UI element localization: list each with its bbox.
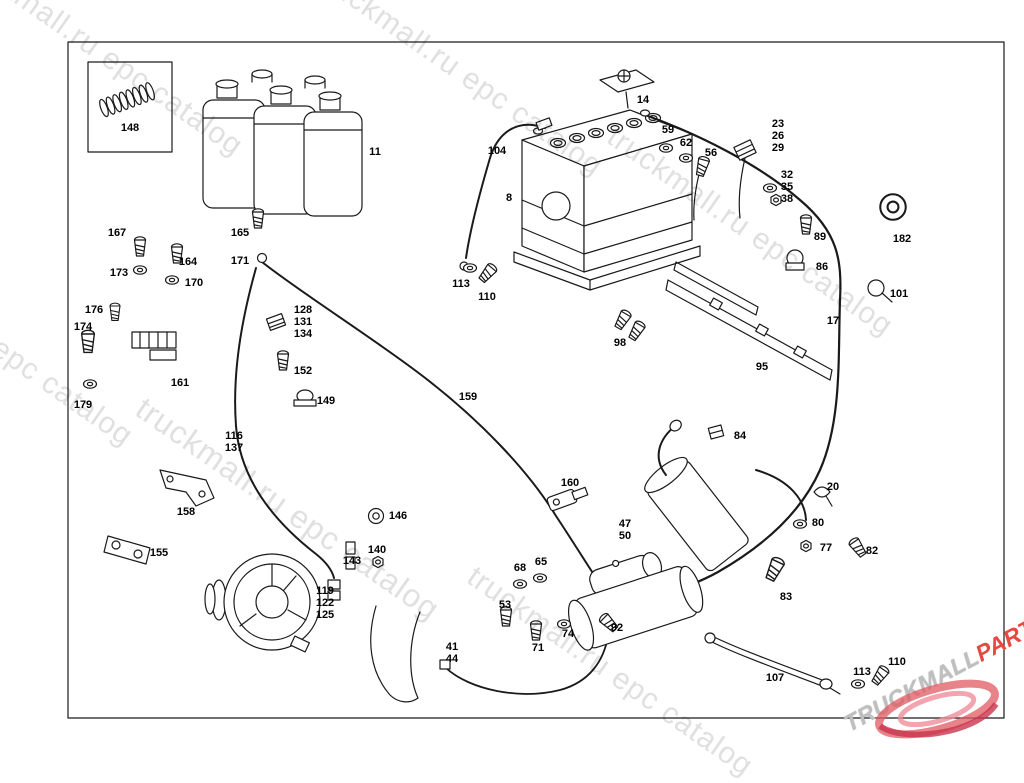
part-label-174: 174	[73, 321, 93, 333]
part-label-146: 146	[388, 510, 408, 522]
part-label-173: 173	[109, 267, 129, 279]
cable-41	[439, 635, 609, 695]
bracket-160	[546, 486, 589, 512]
reservoirs-11	[202, 69, 363, 217]
cable-159	[261, 261, 601, 585]
part-label-149: 149	[316, 395, 336, 407]
clamp-101	[867, 279, 893, 303]
part-label-155: 155	[149, 547, 169, 559]
part-label-165: 165	[230, 227, 250, 239]
part-label-110: 110	[478, 291, 496, 303]
part-label-170: 170	[184, 277, 204, 289]
part-label-44: 44	[445, 653, 459, 665]
part-label-158: 158	[176, 506, 196, 518]
bracket-158	[159, 469, 215, 507]
part-label-148: 148	[120, 122, 140, 134]
diagram-frame	[67, 41, 1005, 719]
part-label-82: 82	[865, 545, 879, 557]
part-label-71: 71	[531, 642, 545, 654]
part-label-65: 65	[534, 556, 548, 568]
part-label-20: 20	[826, 481, 840, 493]
canister	[644, 419, 807, 572]
part-label-74: 74	[561, 628, 575, 640]
connector-143	[345, 541, 356, 570]
part-label-107: 107	[765, 672, 785, 684]
part-label-182: 182	[892, 233, 912, 245]
part-label-86: 86	[815, 261, 829, 273]
part-label-41: 41	[445, 641, 459, 653]
part-label-29: 29	[771, 142, 785, 154]
part-label-113: 113	[853, 666, 871, 678]
part-label-68: 68	[513, 562, 527, 574]
part-label-134: 134	[293, 328, 313, 340]
part-label-56: 56	[704, 147, 718, 159]
bell-housing	[370, 605, 421, 703]
part-label-14: 14	[636, 94, 650, 106]
part-label-59: 59	[661, 124, 675, 136]
part-label-47: 47	[618, 518, 632, 530]
part-label-122: 122	[315, 597, 335, 609]
wires-upper-right	[693, 139, 757, 221]
part-label-116: 116	[225, 430, 243, 442]
part-label-98: 98	[613, 337, 627, 349]
part-label-62: 62	[679, 137, 693, 149]
part-label-38: 38	[780, 193, 794, 205]
part-label-137: 137	[224, 442, 244, 454]
part-label-32: 32	[780, 169, 794, 181]
part-label-35: 35	[780, 181, 794, 193]
plate-155	[103, 535, 151, 565]
alternator	[204, 553, 321, 653]
part-label-50: 50	[618, 530, 632, 542]
part-label-53: 53	[498, 599, 512, 611]
part-label-179: 179	[73, 399, 93, 411]
holddown-14	[599, 69, 655, 109]
frame-rail-95	[665, 261, 833, 381]
battery-8	[513, 109, 701, 291]
part-label-167: 167	[107, 227, 127, 239]
part-label-131: 131	[293, 316, 313, 328]
part-label-128: 128	[293, 304, 313, 316]
starter	[567, 552, 704, 651]
part-label-176: 176	[84, 304, 104, 316]
cable-17	[646, 114, 842, 596]
part-label-84: 84	[733, 430, 747, 442]
part-label-171: 171	[230, 255, 250, 267]
part-label-113: 113	[452, 278, 470, 290]
cable-104	[459, 117, 553, 271]
part-label-23: 23	[771, 118, 785, 130]
part-label-140: 140	[367, 544, 387, 556]
part-label-125: 125	[315, 609, 335, 621]
cable-116	[234, 267, 341, 601]
part-label-89: 89	[813, 231, 827, 243]
part-label-159: 159	[458, 391, 478, 403]
connector-128	[265, 313, 287, 331]
part-label-110: 110	[888, 656, 906, 668]
pipe-107	[704, 632, 841, 695]
fuse-block-161	[131, 331, 177, 361]
part-label-26: 26	[771, 130, 785, 142]
part-label-161: 161	[170, 377, 190, 389]
clamp-149	[293, 389, 317, 407]
clamp-86	[785, 249, 805, 271]
part-label-77: 77	[819, 542, 833, 554]
diagram-art	[67, 41, 1005, 719]
part-label-11: 11	[369, 146, 381, 158]
part-label-143: 143	[342, 555, 362, 567]
part-label-152: 152	[293, 365, 313, 377]
part-label-160: 160	[560, 477, 580, 489]
part-label-95: 95	[755, 361, 769, 373]
part-label-104: 104	[487, 145, 507, 157]
part-label-8: 8	[505, 192, 513, 204]
part-label-17: 17	[826, 315, 840, 327]
part-label-83: 83	[779, 591, 793, 603]
part-label-92: 92	[610, 622, 624, 634]
clip-20	[813, 486, 833, 507]
logo-swirl-icon	[875, 679, 999, 739]
part-label-80: 80	[811, 517, 825, 529]
hose-148	[87, 61, 173, 153]
part-label-101: 101	[889, 288, 909, 300]
part-label-119: 119	[316, 585, 334, 597]
part-label-164: 164	[178, 256, 198, 268]
